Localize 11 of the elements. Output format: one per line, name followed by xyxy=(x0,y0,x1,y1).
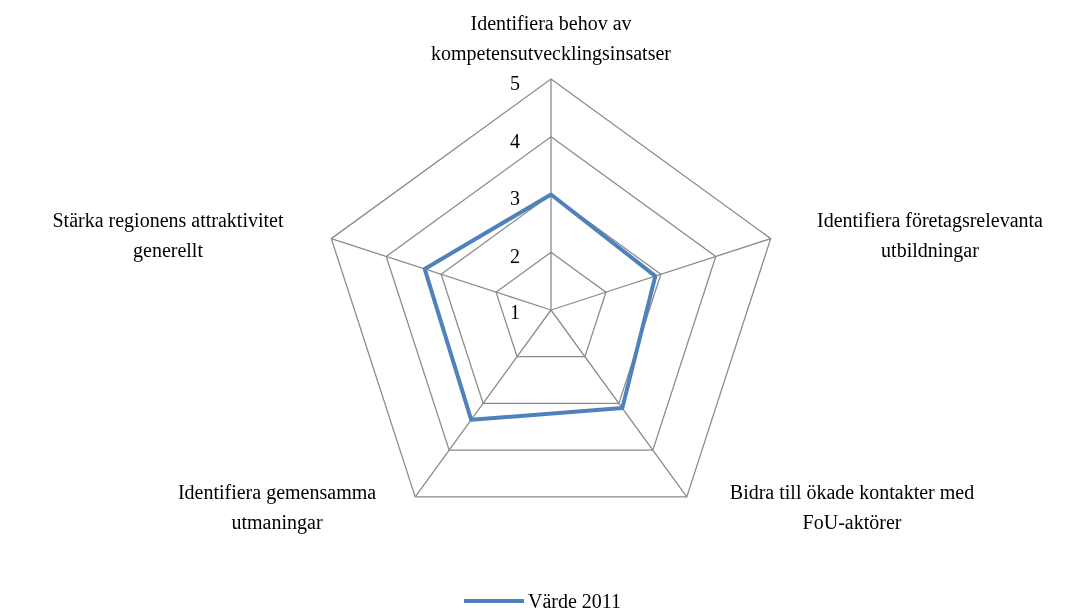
axis-label: Identifiera gemensamma utmaningar xyxy=(176,480,378,536)
tick-label: 5 xyxy=(509,71,520,95)
axis-label: Identifiera företagsrelevanta utbildningar xyxy=(816,208,1044,264)
axis-label: Bidra till ökade kontakter med FoU-aktörer xyxy=(728,480,976,535)
legend-label: Värde 2011 xyxy=(527,589,622,614)
tick-label: 4 xyxy=(509,129,520,153)
tick-label: 3 xyxy=(509,186,520,210)
tick-label: 1 xyxy=(509,300,520,324)
axis-label: Identifiera behov av kompetensutvecklingsinsatser xyxy=(430,11,672,67)
tick-label: 2 xyxy=(509,244,520,268)
axis-label: Stärka regionens attraktivitet generellt xyxy=(51,208,285,264)
